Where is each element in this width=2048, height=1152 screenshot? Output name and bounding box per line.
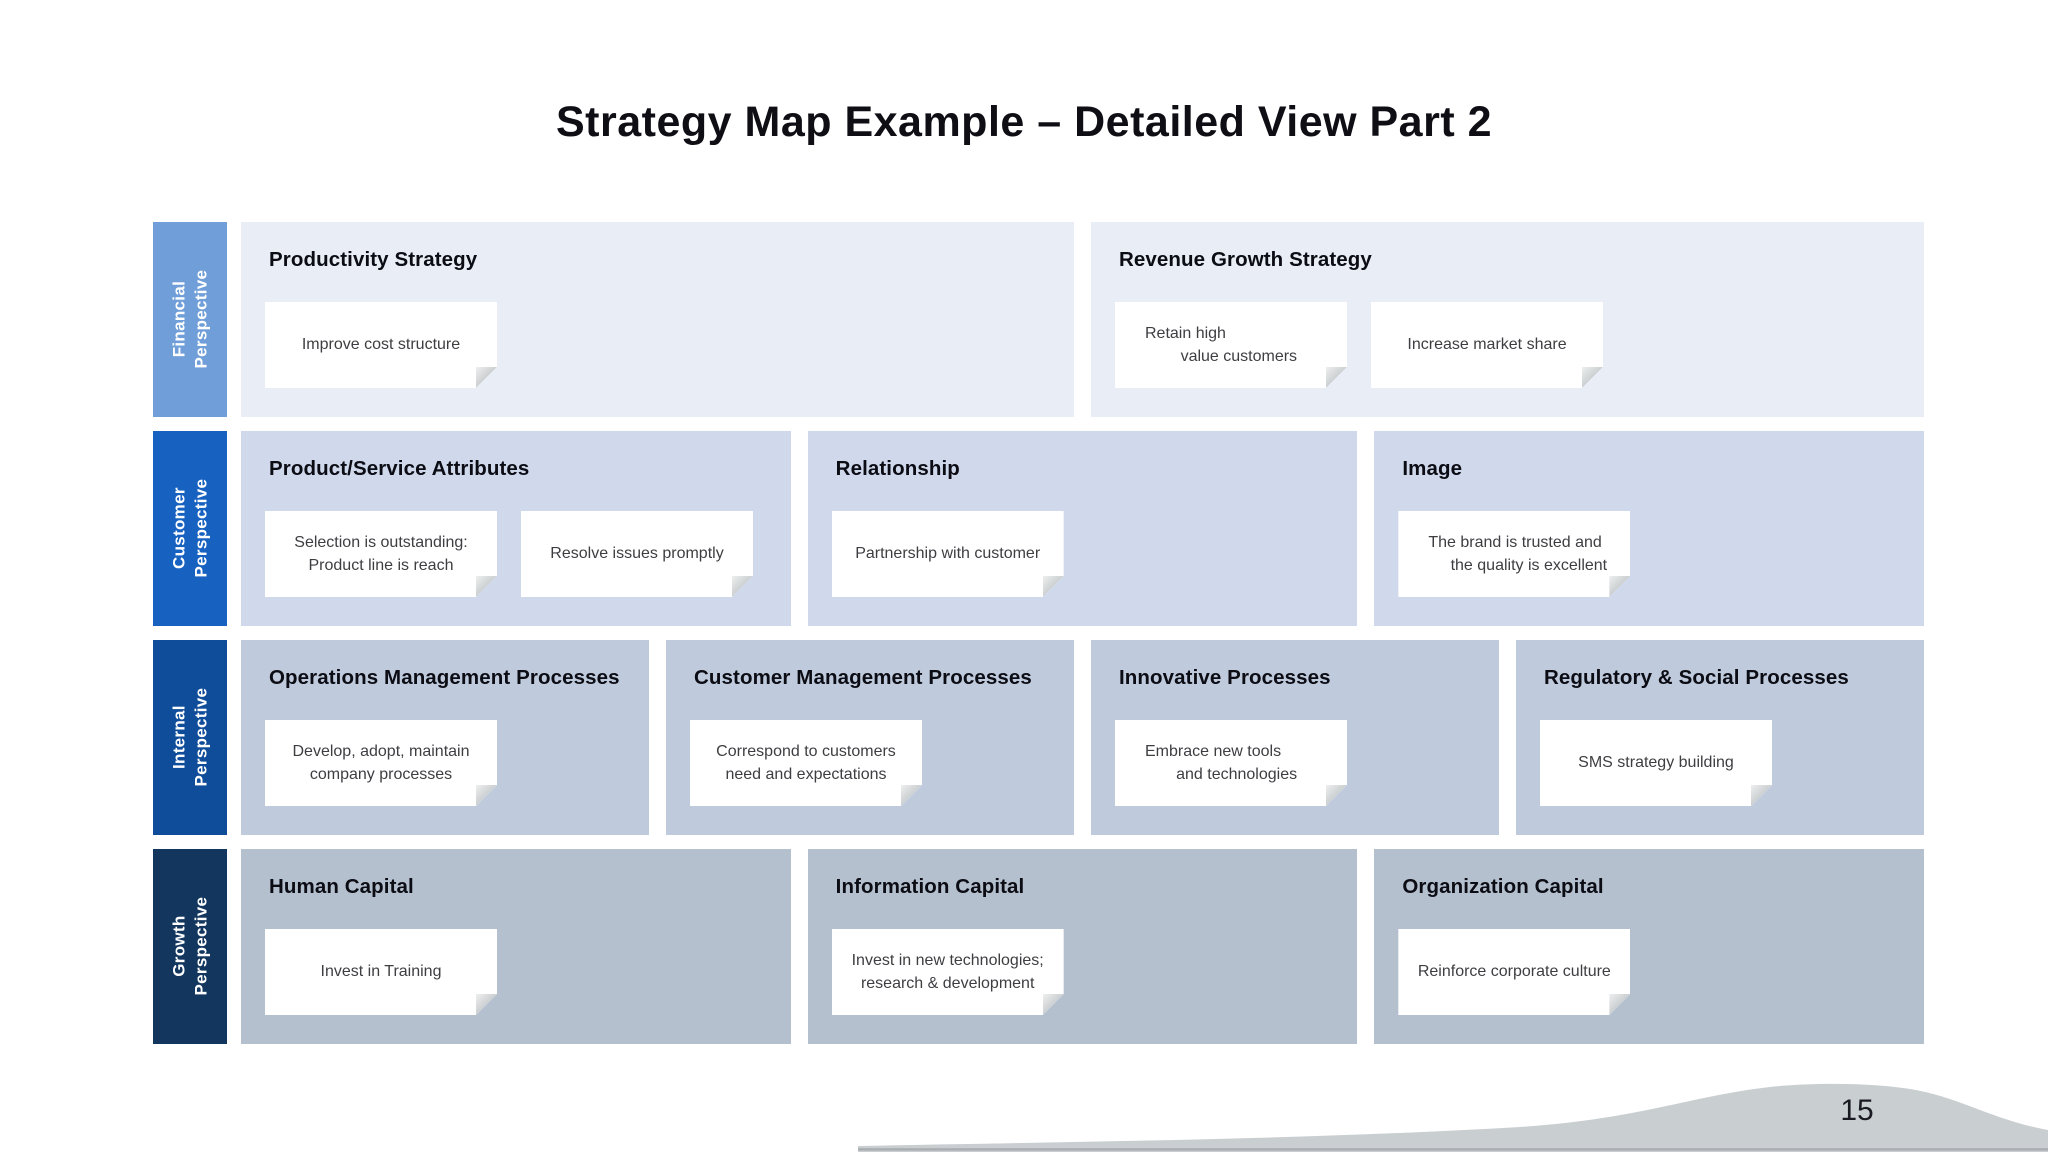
folded-corner-icon [1043,576,1064,597]
cards-container: Invest in new technologies; research & d… [832,929,1064,1015]
sticky-note-card-invest-in-new-technologies: Invest in new technologies; research & d… [832,929,1064,1015]
sticky-note-card-develop-adopt-maintain: Develop, adopt, maintain company process… [265,720,497,806]
page-number: 15 [1840,1094,1874,1127]
panel-title: Information Capital [835,875,1025,898]
folded-corner-icon [1582,367,1603,388]
panel-title: Productivity Strategy [269,248,478,271]
cards-container: Improve cost structure [265,302,497,388]
panel-title: Customer Management Processes [694,666,1032,689]
sticky-note-card-resolve-issues-promptly: Resolve issues promptly [521,511,753,597]
cards-container: The brand is trusted and the quality is … [1398,511,1630,597]
folded-corner-icon [901,785,922,806]
footer-wave-decoration [858,1083,2048,1152]
folded-corner-icon [1326,785,1347,806]
sidebar-financial-perspective: Financial Perspective [153,222,227,417]
cards-container: Reinforce corporate culture [1398,929,1630,1015]
panel-title: Revenue Growth Strategy [1119,248,1372,271]
sidebar-customer-perspective: Customer Perspective [153,431,227,626]
sticky-note-card-invest-in-training: Invest in Training [265,929,497,1015]
cards-container: Partnership with customer [832,511,1064,597]
sidebar-internal-perspective: Internal Perspective [153,640,227,835]
perspective-row-financial: Financial Perspective Productivity Strate… [153,222,1924,417]
panel-title: Organization Capital [1402,875,1604,898]
panel-title: Innovative Processes [1119,666,1331,689]
folded-corner-icon [476,785,497,806]
panel-title: Regulatory & Social Processes [1544,666,1849,689]
cards-container: Retain high value customers Increase mark… [1115,302,1603,388]
folded-corner-icon [732,576,753,597]
cards-container: Invest in Training [265,929,497,1015]
sticky-note-card-selection-is-outstanding: Selection is outstanding: Product line i… [265,511,497,597]
sticky-note-card-correspond-to-customers: Correspond to customers need and expecta… [690,720,922,806]
slide-title: Strategy Map Example – Detailed View Par… [555,98,1493,146]
cards-container: Selection is outstanding: Product line i… [265,511,753,597]
folded-corner-icon [476,576,497,597]
folded-corner-icon [476,367,497,388]
sidebar-growth-perspective: Growth Perspective [153,849,227,1044]
folded-corner-icon [1609,994,1630,1015]
cards-container: Develop, adopt, maintain company process… [265,720,497,806]
sidebar-label: Internal Perspective [168,688,211,787]
folded-corner-icon [1043,994,1064,1015]
sticky-note-card-sms-strategy-building: SMS strategy building [1540,720,1772,806]
strategy-map-grid: Financial Perspective Productivity Strate… [153,222,1925,1044]
folded-corner-icon [1751,785,1772,806]
panel-title: Human Capital [269,875,414,898]
sticky-note-card-embrace-new-tools: Embrace new tools and technologies [1115,720,1347,806]
sidebar-label: Growth Perspective [168,897,211,996]
sticky-note-card-retain-high: Retain high value customers [1115,302,1347,388]
panel-title: Relationship [835,457,960,480]
cards-container: SMS strategy building [1540,720,1772,806]
panel-title: Operations Management Processes [269,666,620,689]
folded-corner-icon [476,994,497,1015]
sidebar-label: Customer Perspective [168,479,211,578]
cards-container: Correspond to customers need and expecta… [690,720,922,806]
cards-container: Embrace new tools and technologies [1115,720,1347,806]
sticky-note-card-the-brand-is-trusted-and: The brand is trusted and the quality is … [1398,511,1630,597]
panel-title: Image [1402,457,1463,480]
panel-title: Product/Service Attributes [269,457,530,480]
folded-corner-icon [1609,576,1630,597]
folded-corner-icon [1326,367,1347,388]
footer-line [858,1148,2048,1151]
sticky-note-card-reinforce-corporate-culture: Reinforce corporate culture [1398,929,1630,1015]
sidebar-label: Financial Perspective [168,270,211,369]
sticky-note-card-improve-cost-structure: Improve cost structure [265,302,497,388]
perspective-row-internal: Internal Perspective Operations Managemen… [153,640,1924,835]
sticky-note-card-partnership-with-customer: Partnership with customer [832,511,1064,597]
wave-shape [858,1083,2048,1152]
perspective-row-customer: Customer Perspective Product/Service Attr… [153,431,1925,626]
sticky-note-card-increase-market-share: Increase market share [1371,302,1603,388]
